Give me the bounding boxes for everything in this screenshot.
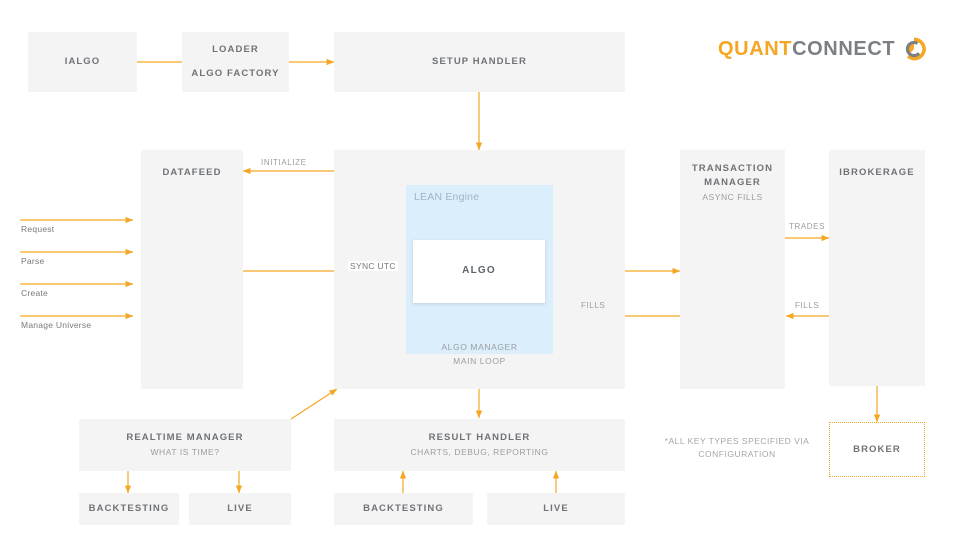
node-broker-title: BROKER — [853, 443, 901, 455]
node-algo-title: ALGO — [462, 265, 496, 277]
edge-label-fills-right: FILLS — [795, 301, 820, 310]
edge-label-initialize: INITIALIZE — [261, 158, 307, 167]
node-setup-handler[interactable]: SETUP HANDLER — [334, 32, 625, 92]
node-result-handler-title: RESULT HANDLER — [428, 432, 531, 444]
node-result-backtesting[interactable]: BACKTESTING — [334, 493, 473, 525]
input-label-manage-universe: Manage Universe — [21, 320, 92, 330]
node-result-handler-subtitle: CHARTS, DEBUG, REPORTING — [410, 446, 549, 457]
node-realtime-manager-title: REALTIME MANAGER — [126, 432, 244, 444]
node-setup-handler-title: SETUP HANDLER — [432, 56, 527, 68]
node-algo[interactable]: ALGO — [413, 240, 545, 303]
node-result-backtesting-title: BACKTESTING — [363, 503, 444, 515]
logo-text-connect: CONNECT — [792, 38, 896, 60]
node-datafeed[interactable]: DATAFEED — [141, 150, 243, 389]
input-label-parse: Parse — [21, 256, 45, 266]
node-ibrokerage-title: IBROKERAGE — [839, 167, 915, 178]
node-realtime-manager[interactable]: REALTIME MANAGER WHAT IS TIME? — [79, 419, 291, 471]
node-ialgo[interactable]: IALGO — [28, 32, 137, 92]
node-algo-manager-title: ALGO MANAGER — [441, 342, 518, 352]
node-main-loop-title: MAIN LOOP — [453, 355, 506, 366]
node-ialgo-title: IALGO — [64, 56, 101, 68]
arrow-realtime-to-mainloop — [290, 388, 338, 420]
node-result-handler[interactable]: RESULT HANDLER CHARTS, DEBUG, REPORTING — [334, 419, 625, 471]
node-result-live[interactable]: LIVE — [487, 493, 625, 525]
quantconnect-logo: QUANT CONNECT — [718, 36, 927, 62]
input-label-request: Request — [21, 224, 55, 234]
node-ibrokerage[interactable]: IBROKERAGE — [829, 150, 925, 386]
edge-label-sync-utc: SYNC UTC — [348, 261, 398, 271]
node-datafeed-title: DATAFEED — [162, 167, 222, 178]
node-realtime-manager-subtitle: WHAT IS TIME? — [150, 446, 220, 457]
node-loader-title: LOADER — [212, 44, 259, 55]
node-transaction-manager-subtitle: ASYNC FILLS — [702, 191, 763, 202]
logo-text-quant: QUANT — [718, 38, 793, 60]
edge-label-fills-left: FILLS — [581, 301, 606, 310]
note-key-types: *ALL KEY TYPES SPECIFIED VIA CONFIGURATI… — [664, 436, 810, 459]
edge-label-trades: TRADES — [789, 222, 826, 231]
node-algo-factory-title: ALGO FACTORY — [191, 68, 280, 80]
node-transaction-manager[interactable]: TRANSACTION MANAGER ASYNC FILLS — [680, 150, 785, 389]
input-label-create: Create — [21, 288, 49, 298]
node-lean-engine-label: LEAN Engine — [414, 191, 480, 203]
node-result-live-title: LIVE — [543, 503, 569, 515]
node-realtime-live-title: LIVE — [227, 503, 253, 515]
node-realtime-backtesting[interactable]: BACKTESTING — [79, 493, 179, 525]
quantconnect-logo-icon — [906, 37, 927, 61]
node-broker[interactable]: BROKER — [829, 422, 925, 477]
node-realtime-backtesting-title: BACKTESTING — [88, 503, 170, 515]
node-loader[interactable]: LOADER ALGO FACTORY — [182, 32, 289, 92]
node-realtime-live[interactable]: LIVE — [189, 493, 291, 525]
node-transaction-manager-title: TRANSACTION MANAGER — [691, 163, 774, 188]
